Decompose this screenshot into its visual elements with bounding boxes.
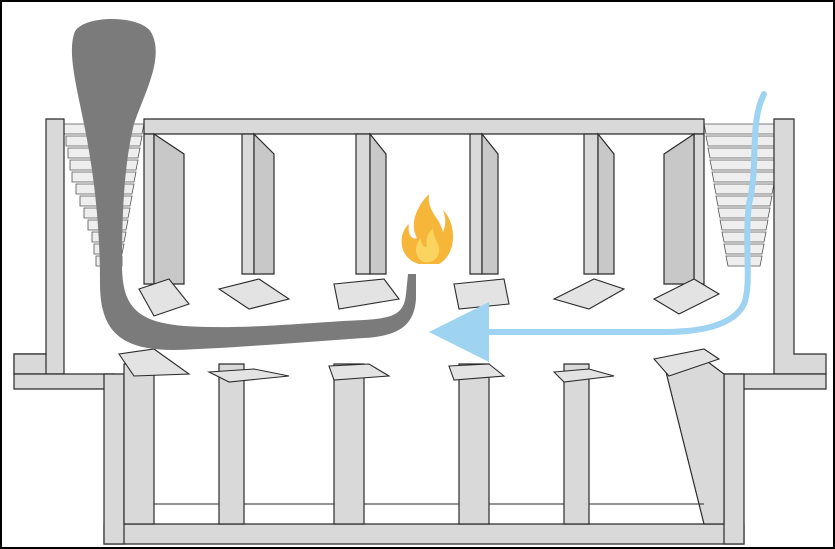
bottom-door-stubs (118, 348, 721, 383)
right-stair (703, 123, 783, 267)
smoke-plume (71, 19, 416, 350)
building-walls (13, 118, 827, 545)
smoke-control-diagram (13, 19, 827, 545)
fire-icon (401, 194, 454, 264)
top-door-stubs (138, 278, 721, 317)
top-room-walls (143, 132, 705, 285)
fresh-air-arrow (429, 91, 767, 362)
bottom-room-walls (123, 358, 725, 525)
